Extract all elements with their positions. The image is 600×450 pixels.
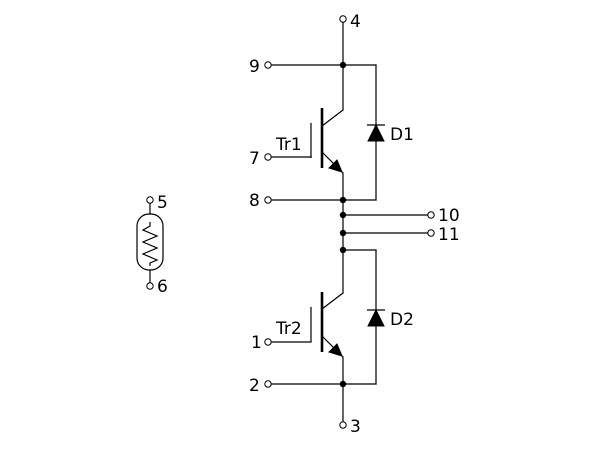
- middle-bus: [339, 199, 429, 254]
- terminal-11-pin[interactable]: [427, 229, 435, 237]
- terminal-4-pin[interactable]: [339, 15, 347, 23]
- tr1-collector: [321, 109, 344, 127]
- terminal-8-pin[interactable]: [264, 196, 272, 204]
- terminal-1-pin[interactable]: [264, 338, 272, 346]
- label-terminal-9: 9: [249, 57, 260, 77]
- terminal-3-pin[interactable]: [339, 421, 347, 429]
- d2-diode-triangle: [367, 308, 385, 327]
- terminals: [146, 15, 435, 429]
- label-terminal-3: 3: [350, 417, 361, 437]
- thermistor-body: [136, 213, 164, 271]
- label-terminal-6: 6: [157, 277, 168, 297]
- terminal-2-pin[interactable]: [264, 380, 272, 388]
- label-terminal-4: 4: [350, 12, 361, 32]
- thermistor-icon: [136, 202, 164, 284]
- label-tr1: Tr1: [275, 135, 302, 155]
- tr2-collector: [321, 292, 344, 310]
- terminal-9-pin[interactable]: [264, 61, 272, 69]
- terminal-6-pin[interactable]: [146, 282, 154, 290]
- lower-stage: [270, 249, 385, 423]
- label-terminal-7: 7: [249, 149, 260, 169]
- label-terminal-5: 5: [157, 193, 168, 213]
- terminal-7-pin[interactable]: [264, 153, 272, 161]
- label-terminal-10: 10: [438, 206, 460, 226]
- label-terminal-2: 2: [249, 376, 260, 396]
- label-d2: D2: [390, 310, 414, 330]
- label-d1: D1: [390, 125, 414, 145]
- label-terminal-1: 1: [251, 333, 262, 353]
- junction-node-t11: [339, 229, 347, 237]
- label-terminal-11: 11: [438, 225, 460, 245]
- label-tr2: Tr2: [275, 319, 302, 339]
- terminal-5-pin[interactable]: [146, 196, 154, 204]
- d1-diode-triangle: [367, 123, 385, 142]
- upper-stage: [270, 21, 385, 204]
- label-terminal-8: 8: [249, 191, 260, 211]
- junction-node-t10: [339, 211, 347, 219]
- labels: 4 9 7 8 10 11 1 2 3 5 6 Tr1 Tr2 D1 D2: [157, 12, 460, 437]
- tr1-emitter-arrow: [328, 159, 343, 173]
- thermistor-zigzag: [141, 222, 159, 266]
- terminal-10-pin[interactable]: [427, 211, 435, 219]
- tr2-emitter-arrow: [328, 343, 343, 357]
